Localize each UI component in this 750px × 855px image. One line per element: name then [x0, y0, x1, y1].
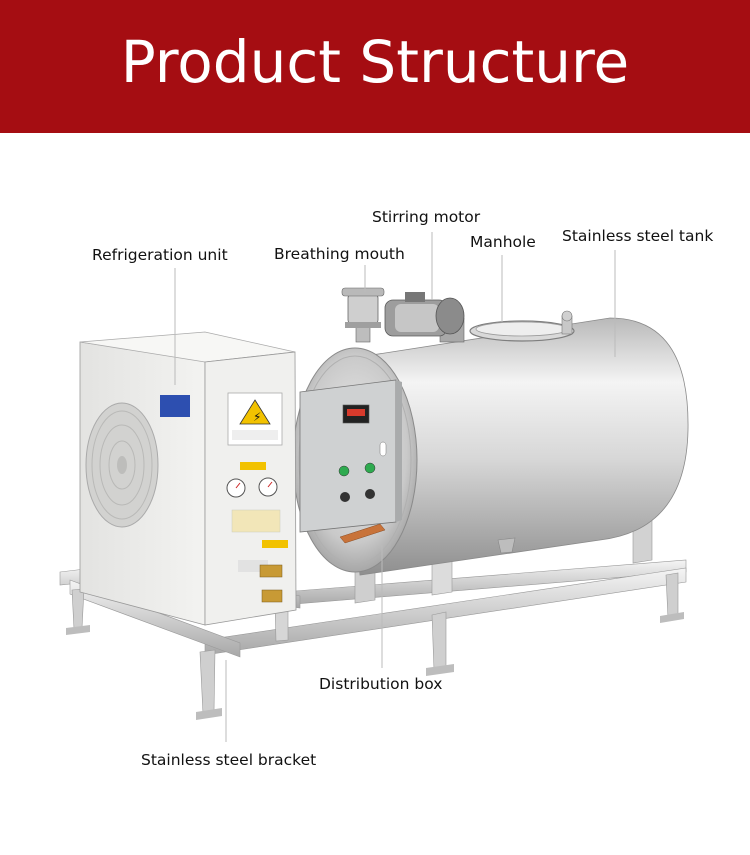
product-illustration: ⚡ [59, 232, 689, 742]
header-banner: Product Structure [0, 0, 750, 133]
leader-lines [174, 232, 616, 742]
stirring-motor [384, 292, 465, 343]
distribution-box [299, 379, 402, 544]
manhole [469, 310, 575, 342]
label-refrigeration-unit: Refrigeration unit [92, 246, 228, 264]
label-breathing-mouth: Breathing mouth [274, 245, 405, 263]
label-stirring-motor: Stirring motor [372, 208, 481, 226]
label-stainless-steel-bracket: Stainless steel bracket [141, 751, 317, 769]
label-manhole: Manhole [470, 233, 536, 251]
refrigeration-unit: ⚡ [79, 331, 297, 626]
label-stainless-steel-tank: Stainless steel tank [562, 227, 714, 245]
svg-text:⚡: ⚡ [253, 410, 261, 424]
page-title: Product Structure [120, 28, 630, 96]
breathing-mouth [341, 287, 385, 343]
label-distribution-box: Distribution box [319, 675, 443, 693]
